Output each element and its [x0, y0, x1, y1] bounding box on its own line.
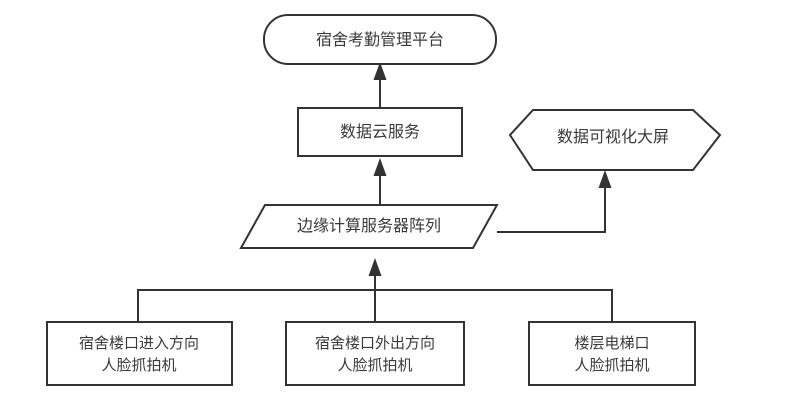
edge-cloud-to-platform	[373, 62, 387, 108]
arrowhead-up-icon	[368, 258, 382, 276]
edge-cameras-to-servers	[137, 258, 613, 322]
node-cloud-service-label: 数据云服务	[340, 123, 420, 141]
arrowhead-up-icon	[373, 62, 387, 80]
node-camera-elevator-shape	[528, 321, 696, 386]
node-camera-exit-shape	[285, 321, 465, 386]
node-platform-label: 宿舍考勤管理平台	[316, 31, 444, 49]
node-camera-elevator-label-line1: 楼层电梯口	[574, 335, 649, 352]
node-camera-entry-label-line1: 宿舍楼口进入方向	[79, 335, 199, 352]
node-camera-exit-label-line1: 宿舍楼口外出方向	[315, 335, 435, 352]
node-camera-exit-label-line2: 人脸抓拍机	[337, 357, 412, 374]
node-edge-servers[interactable]: 边缘计算服务器阵列	[239, 204, 499, 249]
node-cloud-service-shape	[297, 107, 463, 157]
node-camera-entry[interactable]: 宿舍楼口进入方向 人脸抓拍机	[46, 321, 233, 386]
node-visual-screen[interactable]: 数据可视化大屏	[508, 109, 722, 171]
node-cloud-service[interactable]: 数据云服务	[297, 107, 463, 157]
node-edge-servers-shape	[239, 204, 499, 249]
node-visual-screen-shape	[508, 109, 722, 171]
edge-line	[497, 183, 606, 233]
node-camera-entry-label-line2: 人脸抓拍机	[101, 357, 176, 374]
node-camera-exit[interactable]: 宿舍楼口外出方向 人脸抓拍机	[285, 321, 465, 386]
node-edge-servers-label: 边缘计算服务器阵列	[297, 216, 441, 235]
node-platform-shape	[263, 14, 497, 65]
edge-servers-to-visual-screen	[497, 170, 612, 233]
node-visual-screen-label: 数据可视化大屏	[557, 128, 669, 146]
node-camera-elevator-label-line2: 人脸抓拍机	[574, 357, 649, 374]
edge-servers-to-cloud	[373, 158, 387, 205]
arrowhead-up-icon	[598, 170, 612, 188]
node-camera-entry-shape	[46, 321, 233, 386]
arrowhead-up-icon	[373, 158, 387, 176]
node-camera-elevator[interactable]: 楼层电梯口 人脸抓拍机	[528, 321, 696, 386]
node-platform[interactable]: 宿舍考勤管理平台	[263, 14, 497, 65]
